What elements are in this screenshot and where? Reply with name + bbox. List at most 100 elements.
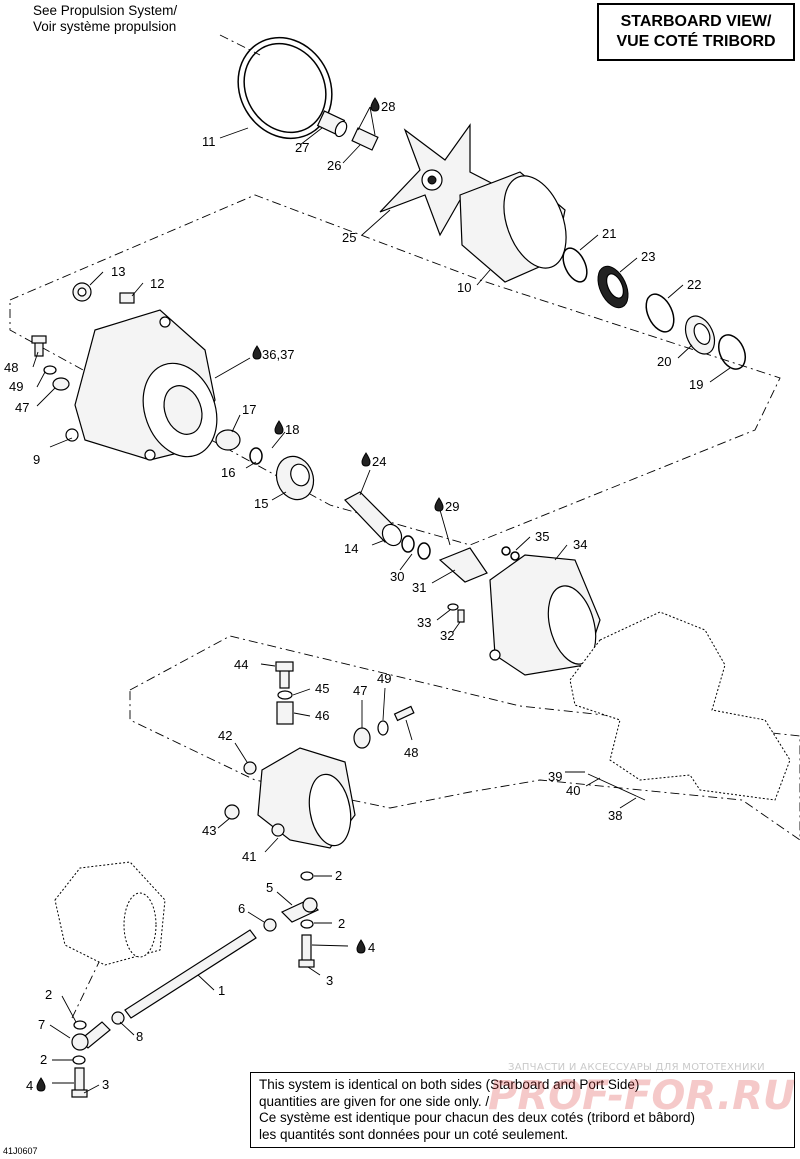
part-22-ring (645, 293, 675, 333)
part-46-spacer (276, 701, 294, 725)
part-26-spacer (351, 127, 379, 151)
callout-6: 6 (238, 901, 245, 916)
part-35-o-ring-b (510, 551, 520, 561)
callout-2-mid: 2 (338, 916, 345, 931)
part-2-washer-left-bottom (72, 1055, 86, 1065)
part-44-bolt (279, 669, 290, 689)
lower-group-outline (129, 635, 800, 841)
part-21-circlip (562, 247, 588, 283)
part-34-venturi (489, 554, 601, 676)
callout-26: 26 (327, 158, 341, 173)
callout-48-lower: 48 (404, 745, 418, 760)
callout-16: 16 (221, 465, 235, 480)
callout-22: 22 (687, 277, 701, 292)
oil-drop-icon (370, 97, 380, 112)
part-30-o-ring-a (401, 535, 415, 553)
callout-13: 13 (111, 264, 125, 279)
callout-24: 24 (372, 454, 386, 469)
callout-labels: 11 27 26 28 25 10 21 23 22 20 19 13 12 3… (4, 99, 703, 1093)
oil-drop-icon (356, 939, 366, 954)
note-line1: This system is identical on both sides (… (259, 1077, 640, 1092)
leader-lines (32, 106, 731, 1094)
callout-42: 42 (218, 728, 232, 743)
part-12-fitting (119, 292, 135, 304)
callout-10: 10 (457, 280, 471, 295)
part-49-washer-lower (377, 720, 389, 736)
part-10-liner (459, 171, 567, 283)
watermark-tagline: ЗАПЧАСТИ И АКСЕССУАРЫ ДЛЯ МОТОТЕХНИКИ (508, 1062, 765, 1073)
callout-45: 45 (315, 681, 329, 696)
note-line2: quantities are given for one side only. … (259, 1093, 490, 1109)
callout-43: 43 (202, 823, 216, 838)
callout-18: 18 (285, 422, 299, 437)
callout-29: 29 (445, 499, 459, 514)
oil-drop-icon (361, 452, 371, 467)
callout-8: 8 (136, 1029, 143, 1044)
part-1-rod (124, 929, 257, 1019)
part-30-o-ring-b (417, 542, 431, 560)
part-41-nozzle (257, 747, 356, 849)
callout-2-top: 2 (335, 868, 342, 883)
callout-49-lower: 49 (377, 671, 391, 686)
callout-36-37: 36,37 (262, 347, 295, 362)
view-title-line2: VUE COTÉ TRIBORD (616, 33, 776, 50)
lower-caliper-leader (71, 959, 101, 1019)
part-44-bolt-head (275, 661, 294, 672)
reference-note-line1: See Propulsion System/ (33, 3, 178, 18)
part-6-nut-right (263, 918, 277, 932)
oil-drop-icon (434, 497, 444, 512)
callout-49-upper: 49 (9, 379, 23, 394)
view-title-box: STARBOARD VIEW/ VUE COTÉ TRIBORD (597, 3, 795, 61)
callout-1: 1 (218, 983, 225, 998)
part-16-o-ring (249, 447, 263, 465)
callout-3-right: 3 (326, 973, 333, 988)
callout-31: 31 (412, 580, 426, 595)
callout-5: 5 (266, 880, 273, 895)
callout-15: 15 (254, 496, 268, 511)
hull-bracket-outline (569, 611, 791, 801)
part-5-ball-joint (280, 897, 320, 923)
callout-47-lower: 47 (353, 683, 367, 698)
part-48-screw-lower (393, 705, 415, 722)
callout-41: 41 (242, 849, 256, 864)
callout-19: 19 (689, 377, 703, 392)
oil-drop-icon (36, 1077, 46, 1092)
upper-group-outline (9, 194, 781, 546)
part-19-o-ring (717, 334, 747, 370)
oil-drop-icon (252, 345, 262, 360)
ghost-nozzle-mouth (123, 892, 157, 958)
part-32-screw (457, 609, 465, 623)
part-49-washer-upper (43, 365, 57, 375)
part-20-bearing (684, 315, 716, 355)
part-17-spacer (215, 429, 241, 451)
propulsion-reference-note: See Propulsion System/ Voir système prop… (33, 3, 177, 35)
callout-12: 12 (150, 276, 164, 291)
part-35-o-ring-a (501, 546, 511, 556)
part-45-washer (277, 690, 293, 700)
callout-3-left: 3 (102, 1077, 109, 1092)
part-7-ball-joint (71, 1021, 111, 1051)
callout-34: 34 (573, 537, 587, 552)
callout-7: 7 (38, 1017, 45, 1032)
part-48-screw-upper (31, 335, 47, 357)
callout-2-left-top: 2 (45, 987, 52, 1002)
callout-2-left-bottom: 2 (40, 1052, 47, 1067)
part-2-washer-top (300, 871, 314, 881)
callout-48-upper: 48 (4, 360, 18, 375)
watermark-logo: PROF-FOR.RU (488, 1073, 796, 1119)
note-line4: les quantités sont données pour un coté … (259, 1126, 569, 1142)
diagram-id: 41J0607 (3, 1146, 38, 1156)
callout-4-right: 4 (368, 940, 375, 955)
part-9-pump-housing (65, 309, 218, 461)
reference-note-line2: Voir système propulsion (33, 19, 177, 34)
callout-17: 17 (242, 402, 256, 417)
callout-39: 39 (548, 769, 562, 784)
callout-4-left: 4 (26, 1078, 33, 1093)
part-47-grommet-lower (353, 727, 371, 749)
part-3-screw-right (298, 934, 315, 968)
part-23-seal (597, 265, 629, 309)
part-8-nut-left (111, 1011, 125, 1025)
part-42-nut (243, 761, 257, 775)
ref-to-ring-leader (219, 34, 261, 56)
